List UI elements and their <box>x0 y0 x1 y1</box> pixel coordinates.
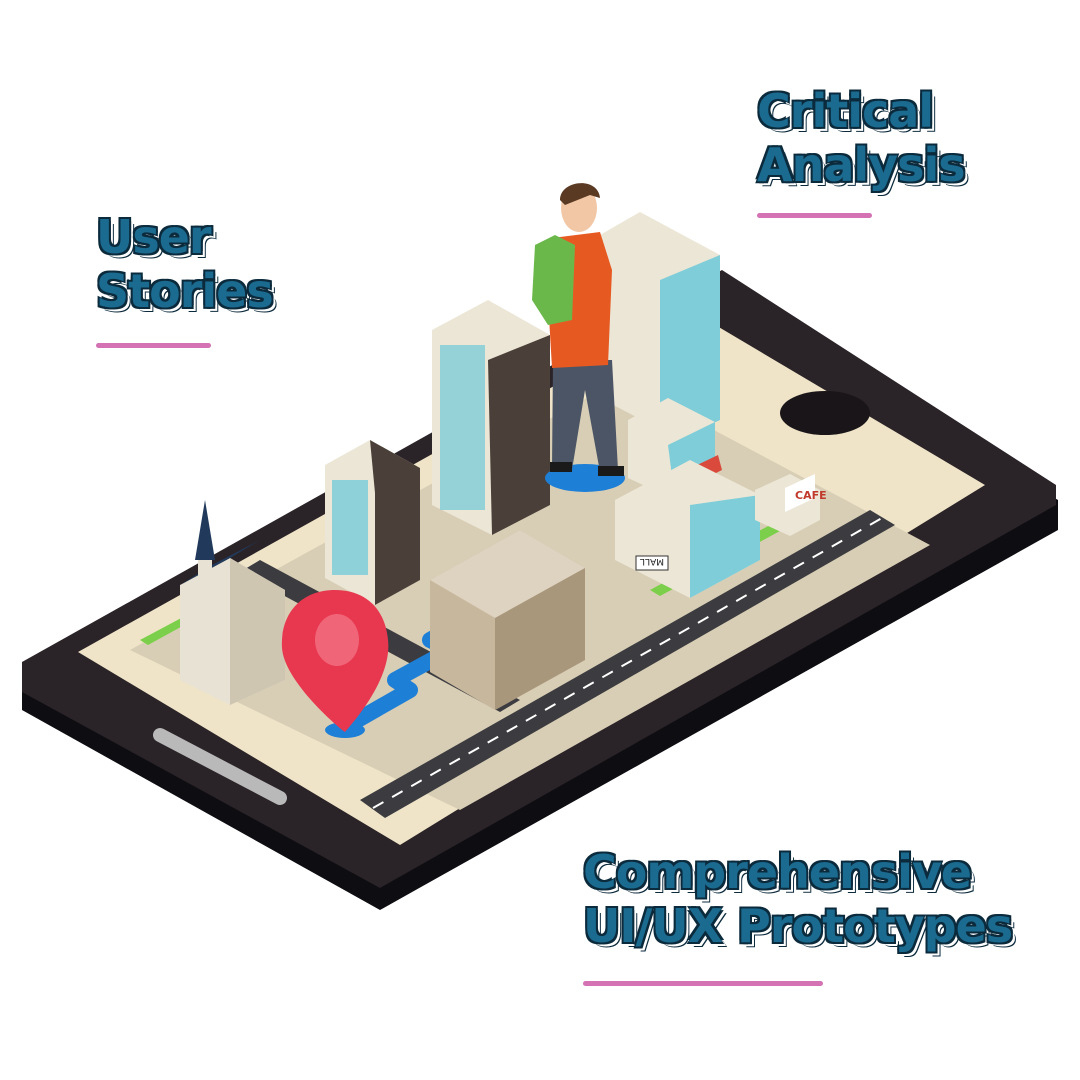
critical-analysis-line2: Analysis <box>757 138 966 193</box>
phone-speaker-slot <box>153 728 287 805</box>
map-pin-icon <box>281 590 389 732</box>
traveler-figure <box>532 183 625 492</box>
user-stories-line2: Stories <box>96 264 274 319</box>
tower-right <box>600 212 720 448</box>
critical-analysis-underline <box>757 213 872 218</box>
tower-center <box>432 300 550 535</box>
traveler-hair <box>560 183 600 205</box>
traveler-backpack <box>532 235 575 325</box>
prototypes-underline <box>583 981 823 986</box>
prototypes-line1: Comprehensive <box>583 845 972 899</box>
church <box>180 500 285 705</box>
cafe-kiosk: CAFE <box>755 474 827 536</box>
office-building-front <box>430 530 585 710</box>
traveler-legs <box>552 360 618 472</box>
user-stories-underline <box>96 343 211 348</box>
cafe-sign: CAFE <box>795 489 827 502</box>
road-main-lane <box>372 517 883 809</box>
building-mall: MALL <box>615 460 760 598</box>
buildings: MALL CAFE <box>180 212 827 710</box>
user-stories-line1: User <box>96 210 212 264</box>
traveler-shoe-left <box>550 462 572 472</box>
prototypes-line2: UI/UX Prototypes <box>583 899 1013 954</box>
prototypes-heading: Comprehensive UI/UX Prototypes <box>583 845 1013 954</box>
tower-left <box>325 440 420 605</box>
user-stories-heading: User Stories <box>96 210 274 319</box>
critical-analysis-heading: Critical Analysis <box>757 84 966 193</box>
traveler-shoe-right <box>598 466 624 476</box>
phone-home-button <box>780 391 870 435</box>
mall-sign: MALL <box>640 556 664 566</box>
critical-analysis-line1: Critical <box>757 84 934 138</box>
